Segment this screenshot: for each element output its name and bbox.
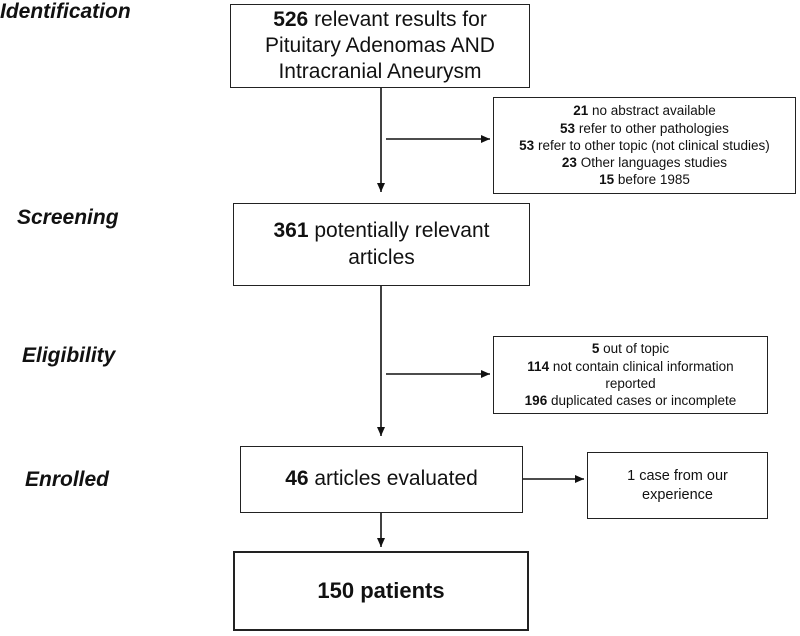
exclusion-1-text: refer to other pathologies [575,120,729,136]
addition-line-2: experience [642,486,713,503]
identification-line-3: Intracranial Aneurysm [278,60,482,84]
exclusion-2-count: 196 [524,393,548,409]
screening-box: 361 potentially relevant articles [233,203,530,286]
exclusion-1-item: 21 no abstract available [573,102,716,119]
enrolled-box: 46 articles evaluated [240,446,523,513]
exclusion-1-item: 23 Other languages studies [562,154,727,171]
screening-text-1: potentially relevant [308,219,490,243]
exclusion-2-item: reported [605,375,655,392]
exclusion-2-text: not contain clinical information [549,358,734,374]
exclusion-2-text: out of topic [599,341,670,357]
screening-count: 361 [273,219,309,243]
stage-label-screening: Screening [17,206,119,229]
addition-box: 1 case from our experience [587,452,768,519]
stage-label-enrolled: Enrolled [25,468,110,491]
exclusion-2-count: 114 [527,358,550,374]
enrolled-line: 46 articles evaluated [285,466,478,492]
addition-line-1: 1 case from our [627,467,728,484]
exclusion-2-text: duplicated cases or incomplete [547,393,737,409]
stage-label-identification: Identification [0,0,131,23]
identification-line-1: 526 relevant results for [273,7,487,33]
exclusion-1-text: Other languages studies [576,155,728,171]
exclusion-2-item: 196 duplicated cases or incomplete [525,392,737,409]
exclusion-2-item: 5 out of topic [592,340,669,357]
exclusion-2-count: 5 [591,341,600,357]
exclusion-1-text: before 1985 [614,172,690,188]
exclusion-1-count: 23 [561,155,577,171]
exclusion-1-text: no abstract available [588,103,716,119]
exclusion-1-item: 15 before 1985 [599,171,690,188]
exclusion-1-count: 15 [599,172,615,188]
exclusion-1-count: 21 [573,103,589,119]
screening-line-1: 361 potentially relevant [274,218,490,244]
exclusion-1-item: 53 refer to other pathologies [560,120,729,137]
exclusion-2-item: 114 not contain clinical information [527,358,733,375]
identification-line-2: Pituitary Adenomas AND [265,33,495,57]
exclusion-1-count: 53 [519,137,535,153]
exclusion-box-2: 5 out of topic 114 not contain clinical … [493,336,768,414]
identification-box: 526 relevant results for Pituitary Adeno… [230,4,530,88]
stage-label-eligibility: Eligibility [22,344,116,367]
final-text: 150 patients [317,578,445,603]
exclusion-1-item: 53 refer to other topic (not clinical st… [519,137,770,154]
enrolled-count: 46 [285,467,309,491]
exclusion-box-1: 21 no abstract available 53 refer to oth… [493,97,796,194]
enrolled-text: articles evaluated [308,467,478,491]
final-box: 150 patients [233,551,529,631]
screening-line-2: articles [348,245,415,269]
exclusion-1-text: refer to other topic (not clinical studi… [534,137,770,153]
identification-count: 526 [273,7,309,31]
exclusion-1-count: 53 [560,120,576,136]
exclusion-2-text: reported [605,376,656,391]
identification-text-1: relevant results for [308,7,487,31]
